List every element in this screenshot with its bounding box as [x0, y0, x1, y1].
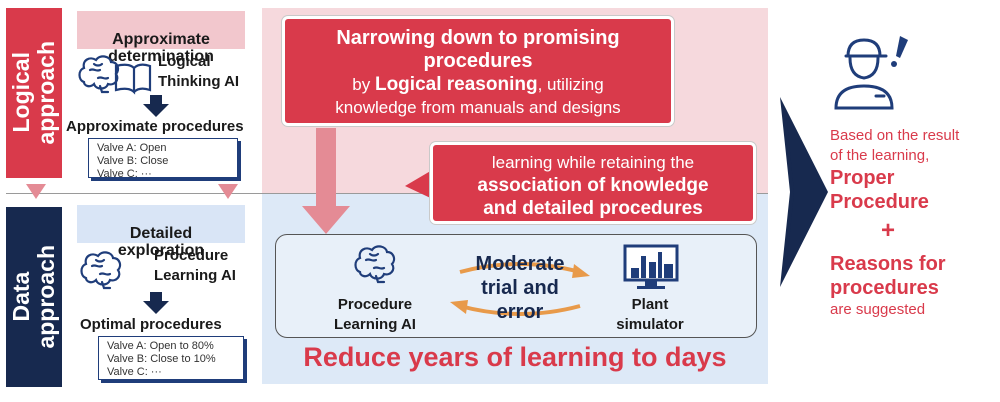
down-arrow-approx [143, 95, 169, 117]
logical-approach-label: Logical approach [8, 41, 59, 145]
big-right-arrow [780, 97, 828, 287]
detailed-exploration-tag: Detailed exploration [77, 205, 245, 259]
callout1-line3-pre: by [352, 75, 375, 94]
reasons-text: Reasons for procedures [830, 253, 946, 299]
approx-determination-tag: Approximate determination [77, 11, 245, 65]
callout1-line2: procedures [423, 50, 533, 72]
approx-determination-text: Approximate determination [108, 31, 214, 65]
procedure-learning-ai-center-label: Procedure Learning AI [334, 296, 416, 333]
approx-procedures-heading: Approximate procedures [66, 118, 244, 135]
brain-icon-left [80, 251, 122, 290]
logical-approach-bar: Logical approach [6, 8, 62, 178]
callout2-line1: learning while retaining the [491, 153, 695, 172]
procedure-learning-ai-left-label: Procedure Learning AI [154, 247, 236, 284]
detailed-exploration-text: Detailed exploration [117, 225, 205, 259]
data-approach-label: Data approach [8, 245, 59, 349]
based-on-text: Based on the result of the learning, [830, 127, 960, 164]
approx-valve-c: Valve C: ··· [97, 168, 152, 180]
optimal-procedures-heading: Optimal procedures [80, 316, 222, 333]
cycle-arrows [450, 262, 590, 316]
callout2-line2: association of knowledge [477, 175, 709, 196]
callout1-line4: knowledge from manuals and designs [335, 98, 621, 117]
down-arrow-optimal [143, 292, 169, 314]
callout2-line3: and detailed procedures [483, 198, 703, 219]
down-triangle-mid [218, 184, 238, 199]
approx-valve-a: Valve A: Open [97, 142, 167, 154]
down-triangle-left [26, 184, 46, 199]
optimal-valve-b: Valve B: Close to 10% [107, 353, 216, 365]
association-callout: learning while retaining the association… [430, 142, 756, 224]
moderate-trial-label: Moderate trial and error [475, 253, 565, 323]
callout1-line3-bold: Logical reasoning [374, 74, 538, 95]
optimal-valve-a: Valve A: Open to 80% [107, 340, 214, 352]
divider-line [6, 193, 768, 194]
callout1-line1: Narrowing down to promising [336, 27, 620, 49]
optimal-valve-box: Valve A: Open to 80% Valve B: Close to 1… [98, 336, 244, 380]
pink-down-arrow [302, 128, 350, 234]
suggested-text: are suggested [830, 301, 926, 318]
plus-sign: + [880, 217, 895, 244]
logical-thinking-ai-label: Logical Thinking AI [158, 53, 240, 90]
callout1-line3-post: , utilizing [537, 75, 604, 94]
proper-procedure-text: Proper Procedure [830, 167, 929, 213]
data-approach-bar: Data approach [6, 207, 62, 387]
callout1-line3: by Logical reasoning, utilizing [285, 73, 671, 96]
brain-icon-center [354, 245, 396, 284]
plant-simulator-label: Plant simulator [616, 296, 684, 333]
optimal-valve-c: Valve C: ··· [107, 366, 162, 378]
approx-valve-b: Valve B: Close [97, 155, 169, 167]
brain-book-icon [78, 55, 152, 95]
operator-icon [834, 36, 908, 110]
plant-simulator-icon [623, 244, 679, 289]
narrowing-callout: Narrowing down to promising procedures b… [282, 16, 674, 126]
reduce-headline: Reduce years of learning to days [303, 342, 727, 372]
approx-valve-box: Valve A: Open Valve B: Close Valve C: ··… [88, 138, 238, 180]
